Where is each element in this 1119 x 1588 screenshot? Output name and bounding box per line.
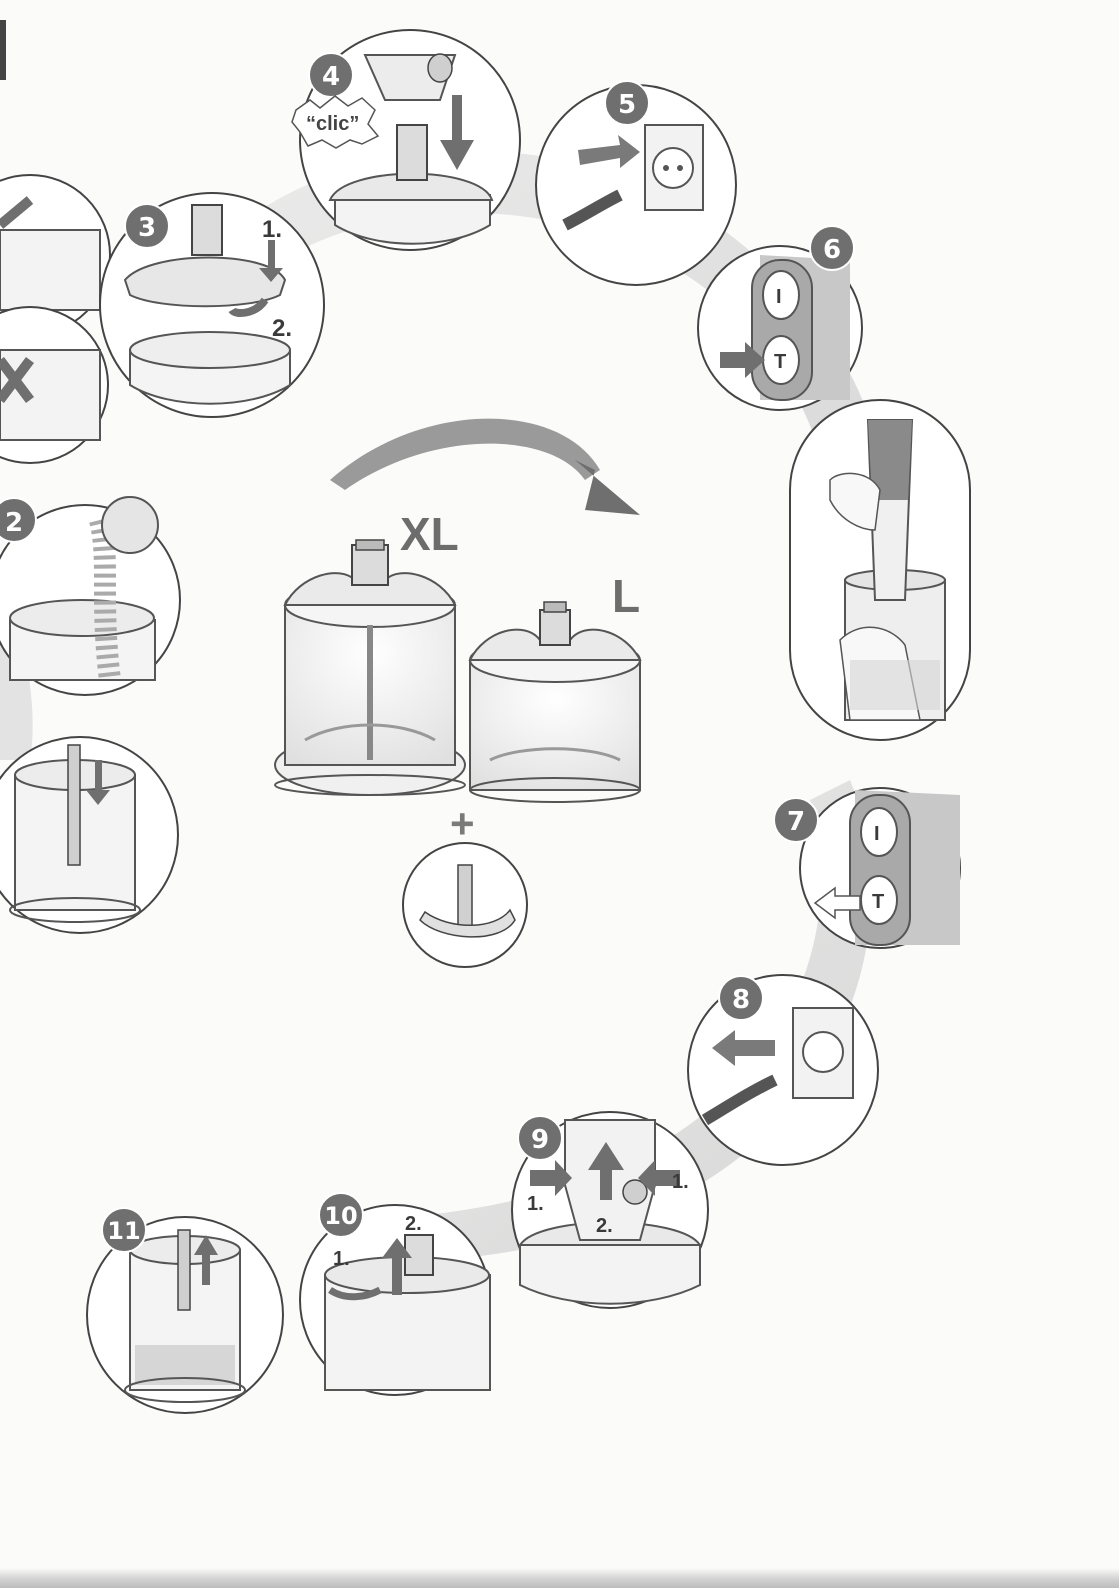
step-7-button-turbo: T: [872, 891, 884, 913]
step-9-sublabel-left: 1.: [527, 1193, 544, 1215]
step-3-badge: 3: [125, 204, 169, 248]
svg-text:2: 2: [5, 508, 23, 538]
svg-text:3: 3: [138, 213, 156, 243]
step-8-panel: [688, 975, 878, 1165]
step-5-badge: 5: [605, 81, 649, 125]
step-11-badge: 11: [102, 1208, 146, 1252]
svg-text:6: 6: [823, 235, 841, 265]
step-9-badge: 9: [518, 1116, 562, 1160]
svg-text:11: 11: [107, 1217, 140, 1245]
step-10-sublabel-2: 2.: [405, 1213, 422, 1235]
page-edge-mark: [0, 20, 6, 80]
step-6-button-on: I: [776, 286, 782, 308]
svg-text:4: 4: [322, 62, 340, 92]
step-7-badge: 7: [774, 798, 818, 842]
step-2-badge: 2: [0, 498, 36, 542]
left-panel-wrong: [0, 307, 108, 463]
l-container: [470, 602, 640, 802]
step-9-sublabel-right: 1.: [672, 1171, 689, 1193]
page-bottom-edge: [0, 1568, 1119, 1588]
click-burst: “clic”: [292, 96, 378, 148]
plus-sign: +: [450, 800, 475, 847]
size-label-l: L: [612, 570, 640, 622]
svg-text:10: 10: [324, 1202, 357, 1230]
blade-insert-circle: [403, 843, 527, 967]
step-7-panel: [800, 788, 960, 948]
operating-panel: [790, 400, 970, 740]
svg-text:9: 9: [531, 1125, 549, 1155]
size-label-xl: XL: [400, 508, 459, 560]
step-10-badge: 10: [319, 1193, 363, 1237]
step-7-button-on: I: [874, 823, 880, 845]
step-3-sublabel-2: 2.: [272, 315, 292, 342]
step-4-badge: 4: [309, 53, 353, 97]
xl-container: [275, 540, 465, 795]
step-10-sublabel-1: 1.: [333, 1248, 350, 1270]
step-1-panel: [0, 737, 178, 933]
svg-text:7: 7: [787, 807, 805, 837]
step-9-sublabel-center: 2.: [596, 1215, 613, 1237]
step-6-panel: [698, 246, 862, 410]
step-6-badge: 6: [810, 226, 854, 270]
step-8-badge: 8: [719, 976, 763, 1020]
step-6-button-turbo: T: [774, 351, 786, 373]
central-sweep-arrow-icon: [330, 419, 640, 515]
svg-text:8: 8: [732, 985, 750, 1015]
step-3-sublabel-1: 1.: [262, 216, 282, 243]
svg-text:5: 5: [618, 90, 636, 120]
click-sound-text: “clic”: [306, 113, 359, 135]
